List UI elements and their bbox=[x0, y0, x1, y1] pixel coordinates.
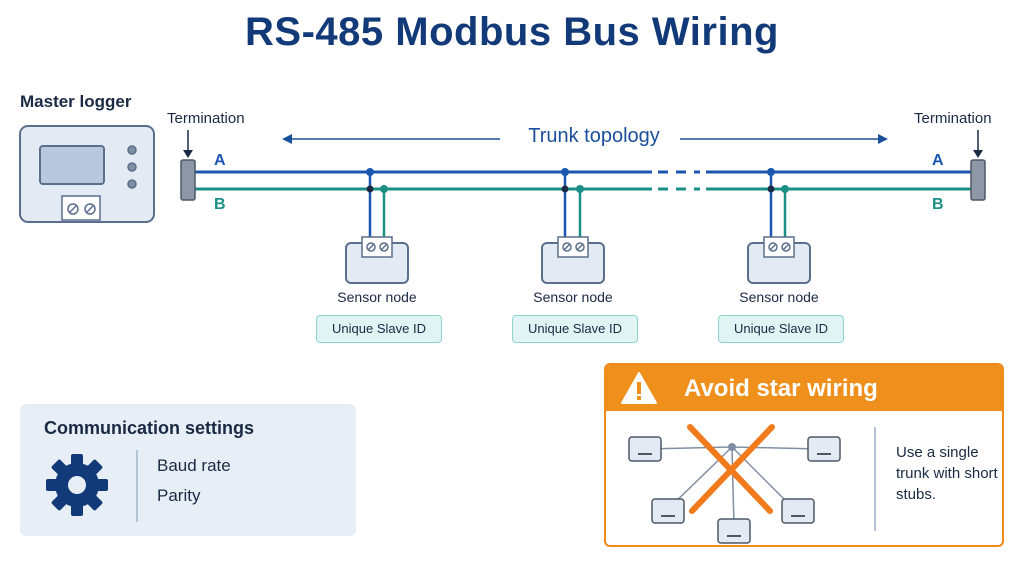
communication-settings-title: Communication settings bbox=[44, 418, 255, 438]
sensor-node-2 bbox=[541, 168, 605, 284]
master-logger-device bbox=[19, 125, 155, 223]
settings-item-parity: Parity bbox=[157, 486, 201, 505]
sensor-node-3 bbox=[747, 168, 811, 284]
trunk-lines bbox=[188, 170, 978, 191]
sensor-node-3-slave-id: Unique Slave ID bbox=[718, 315, 844, 343]
cross-out-mark bbox=[687, 424, 775, 514]
termination-left-label: Termination bbox=[167, 110, 245, 127]
sensor-node-2-label: Sensor node bbox=[533, 289, 613, 305]
gear-icon bbox=[46, 454, 108, 516]
termination-left bbox=[180, 130, 196, 201]
termination-right-label: Termination bbox=[914, 110, 992, 127]
sensor-node-1-slave-id: Unique Slave ID bbox=[316, 315, 442, 343]
warning-icon bbox=[621, 372, 657, 404]
avoid-star-wiring-tip: Use a single trunk with short stubs. bbox=[896, 444, 998, 503]
communication-settings-panel: Communication settings Baud rate Parity bbox=[20, 404, 356, 536]
master-terminal-block bbox=[61, 195, 101, 221]
settings-divider bbox=[136, 450, 138, 522]
line-a-label-left: A bbox=[214, 152, 226, 169]
trunk-topology-label: Trunk topology bbox=[528, 125, 660, 147]
line-a-label-right: A bbox=[932, 152, 944, 169]
avoid-divider bbox=[874, 427, 876, 531]
diagram-title: RS-485 Modbus Bus Wiring bbox=[245, 10, 779, 54]
master-logger-label: Master logger bbox=[20, 92, 132, 111]
star-topology-illustration bbox=[628, 424, 841, 544]
star-device-nodes bbox=[628, 436, 841, 544]
sensor-node-2-slave-id: Unique Slave ID bbox=[512, 315, 638, 343]
settings-item-baud-rate: Baud rate bbox=[157, 456, 231, 475]
termination-resistor-right bbox=[970, 159, 986, 201]
line-b-label-left: B bbox=[214, 196, 226, 213]
sensor-node-3-label: Sensor node bbox=[739, 289, 819, 305]
sensor-node-1 bbox=[345, 168, 409, 284]
trunk-topology-arrow bbox=[282, 126, 888, 152]
avoid-star-wiring-header: Avoid star wiring bbox=[606, 365, 1002, 411]
avoid-star-wiring-panel: Avoid star wiring Use a single bbox=[604, 363, 1004, 547]
termination-right bbox=[970, 130, 986, 201]
master-display bbox=[39, 145, 105, 185]
avoid-star-wiring-title: Avoid star wiring bbox=[684, 375, 878, 402]
termination-resistor-left bbox=[180, 159, 196, 201]
line-b-label-right: B bbox=[932, 196, 944, 213]
sensor-node-1-label: Sensor node bbox=[337, 289, 417, 305]
